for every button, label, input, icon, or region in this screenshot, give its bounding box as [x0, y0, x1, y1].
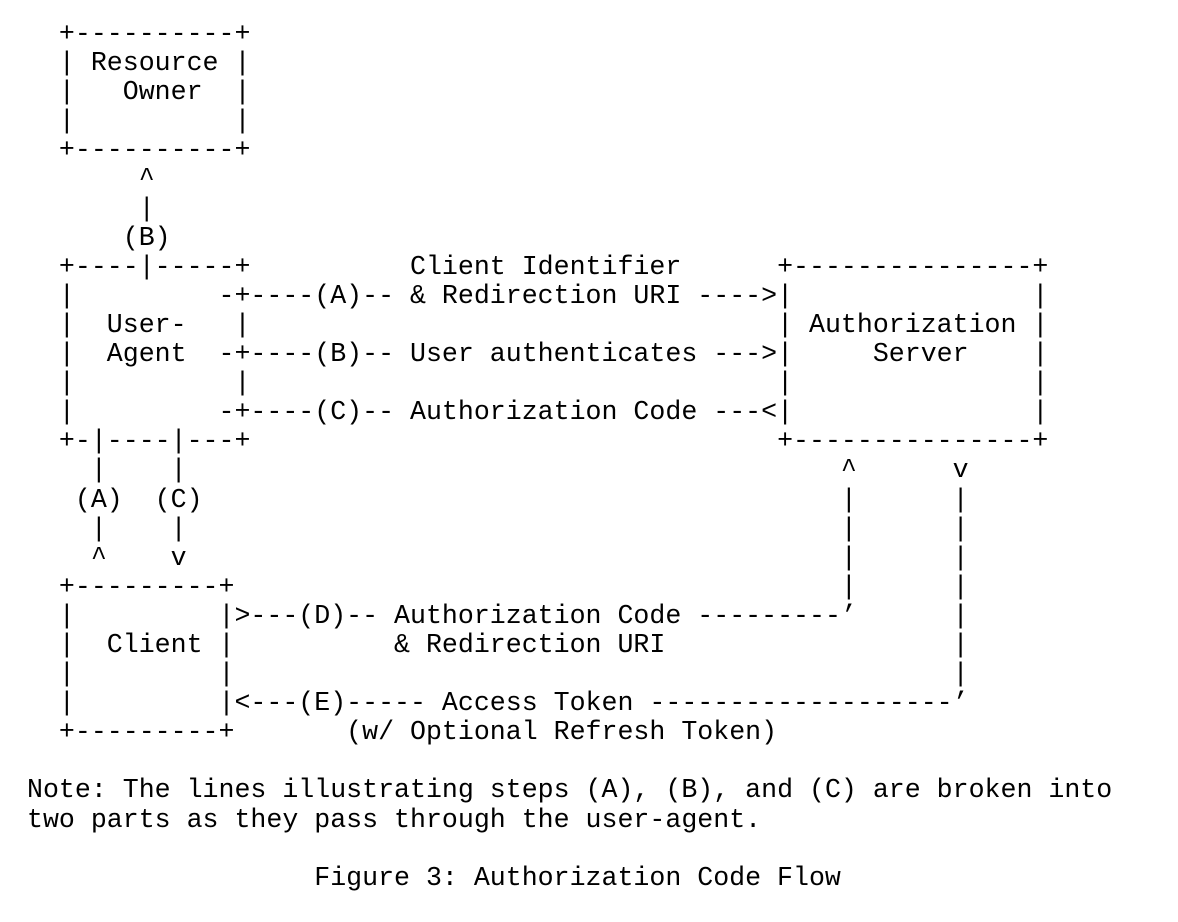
authorization-code-flow-ascii-diagram: +----------+ | Resource | | Owner | | | … [58, 19, 1049, 748]
figure-note: Note: The lines illustrating steps (A), … [27, 775, 1113, 835]
figure-caption: Figure 3: Authorization Code Flow [314, 862, 841, 893]
